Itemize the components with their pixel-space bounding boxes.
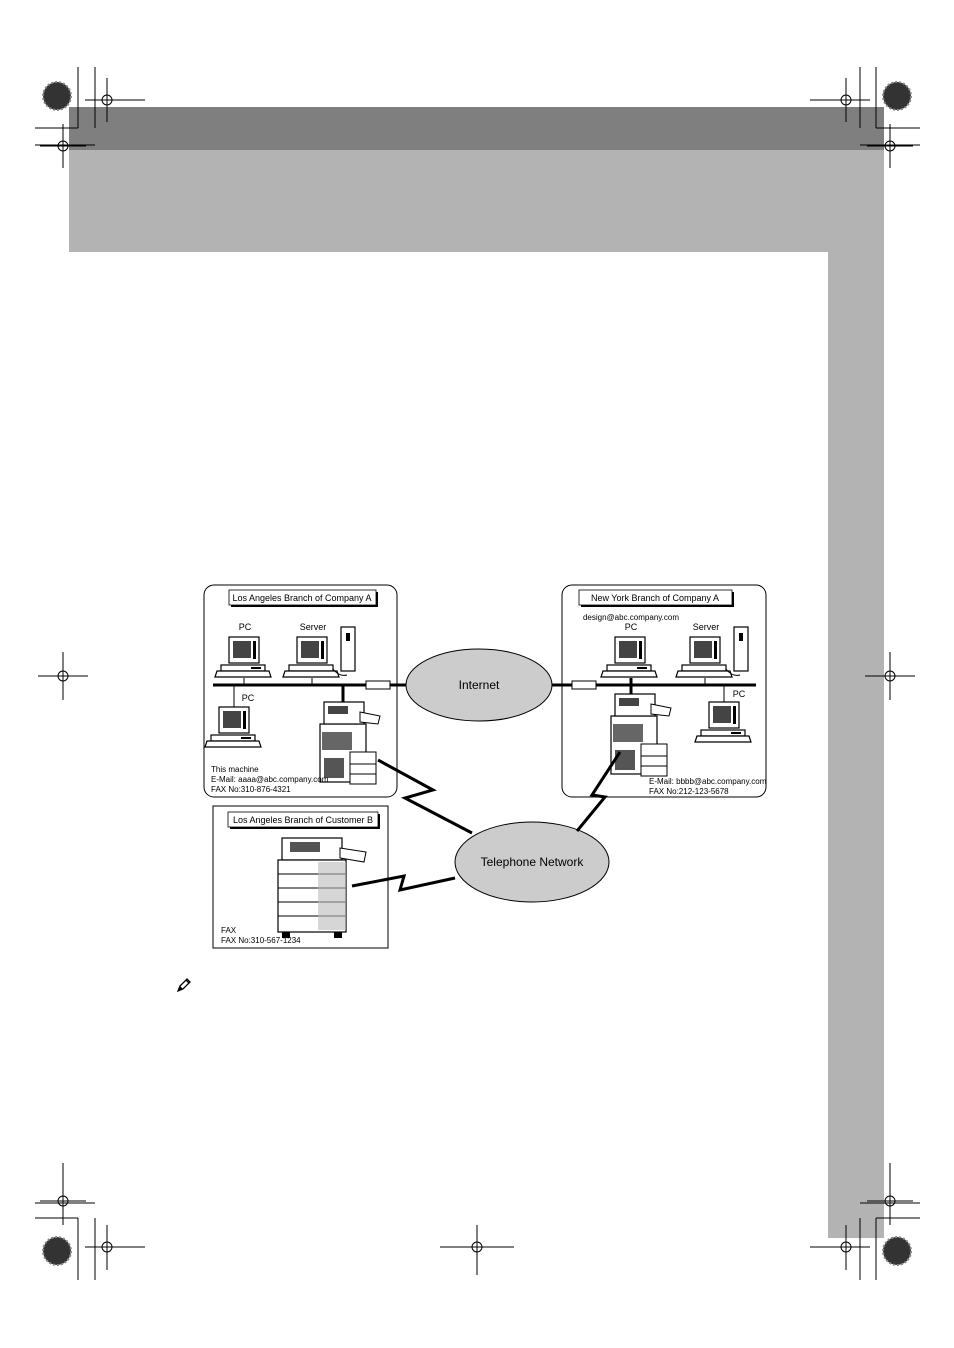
internet-cloud: Internet — [405, 648, 553, 722]
ny-fax-line: FAX No:212-123-5678 — [649, 787, 729, 796]
header-band-light — [69, 150, 884, 252]
registration-disc-bl — [42, 1236, 72, 1266]
phone-lines — [351, 751, 622, 893]
la-pc-label-1: PC — [239, 622, 252, 632]
la-machine-line2: E-Mail: aaaa@abc.company.com — [211, 775, 329, 784]
registration-disc-br — [882, 1236, 912, 1266]
la-branch-customer-b: Los Angeles Branch of Customer B FAX FAX… — [212, 805, 389, 949]
ny-branch-company-a: New York Branch of Company A design@abc.… — [561, 584, 767, 798]
telephone-network-label: Telephone Network — [481, 855, 585, 869]
header-band-dark — [69, 107, 884, 150]
customer-b-fax-label: FAX — [221, 926, 237, 935]
la-server-label: Server — [300, 622, 327, 632]
ny-branch-a-title: New York Branch of Company A — [591, 593, 719, 603]
ny-server-label: Server — [693, 622, 720, 632]
registration-disc-tl — [42, 81, 72, 111]
ny-email-line: E-Mail: bbbb@abc.company.com — [649, 777, 767, 786]
la-customer-b-title: Los Angeles Branch of Customer B — [233, 815, 373, 825]
registration-disc-tr — [882, 81, 912, 111]
la-machine-line3: FAX No:310-876-4321 — [211, 785, 291, 794]
la-pc-label-2: PC — [242, 693, 255, 703]
ny-pc-label-2: PC — [733, 689, 746, 699]
ny-email-top: design@abc.company.com — [583, 613, 679, 622]
internet-label: Internet — [459, 678, 500, 692]
telephone-network-cloud: Telephone Network — [454, 821, 610, 903]
pencil-note-icon — [176, 978, 191, 993]
customer-b-fax-line: FAX No:310-567-1234 — [221, 936, 301, 945]
ny-pc-label-1: PC — [625, 622, 638, 632]
la-branch-company-a: Los Angeles Branch of Company A PC Serve… — [203, 584, 398, 798]
customer-b-fax-machine — [277, 837, 367, 938]
side-thumb-tab — [828, 252, 884, 1238]
la-machine-line1: This machine — [211, 765, 259, 774]
la-branch-a-title: Los Angeles Branch of Company A — [232, 593, 371, 603]
